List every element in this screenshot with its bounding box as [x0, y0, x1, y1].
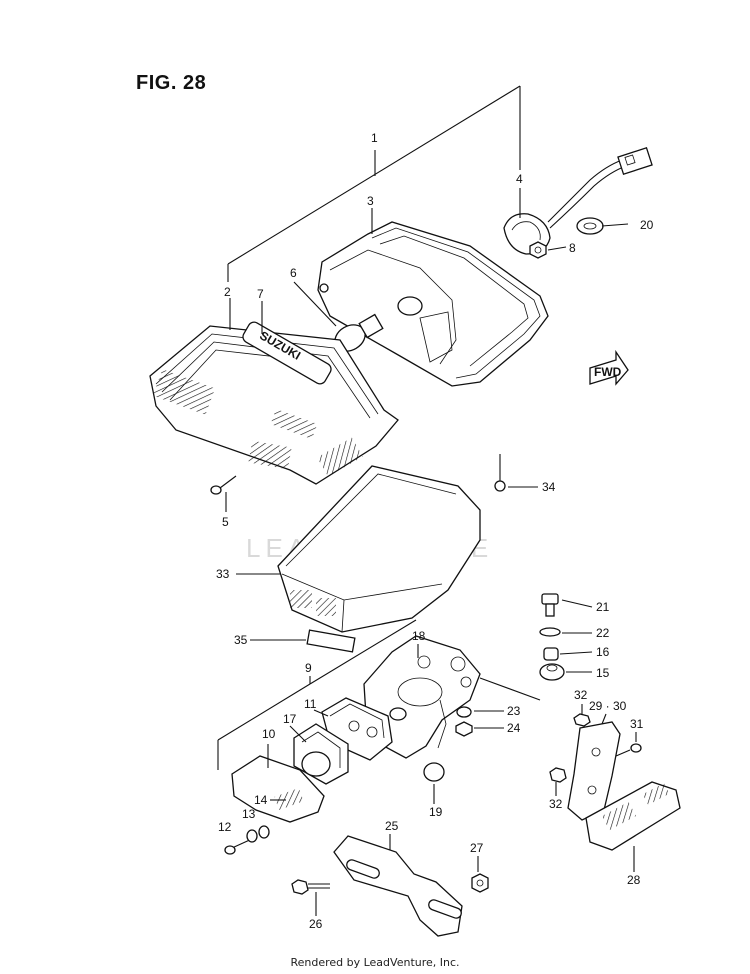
callout-31: 31: [630, 717, 644, 731]
reflector: [585, 781, 681, 851]
leader-lines: [229, 188, 637, 916]
callout-22: 22: [596, 626, 610, 640]
callout-23: 23: [507, 704, 521, 718]
nut: [529, 241, 547, 259]
callout-27: 27: [470, 841, 484, 855]
mount-bolt-stack: [539, 593, 565, 681]
callout-15: 15: [596, 666, 610, 680]
license-lamp-lens: [231, 755, 325, 823]
callout-10: 10: [262, 727, 276, 741]
assembly-leader-9: [217, 619, 541, 770]
fwd-text: FWD: [594, 365, 622, 379]
lens-screw-set: [224, 825, 270, 855]
cushion-pad: [306, 629, 356, 653]
callout-2: 2: [224, 285, 231, 299]
plate-bolt: [291, 879, 330, 895]
callout-6: 6: [290, 266, 297, 280]
callout-labels: 1 2 3 4 5 6 7 8 9 10 11 12 13 14 15 16 1…: [216, 131, 654, 931]
lens-screw: [210, 475, 237, 512]
cover-screw: [494, 454, 506, 492]
callout-18: 18: [412, 629, 426, 643]
callout-5: 5: [222, 515, 229, 529]
callout-32-top: 32: [574, 688, 588, 702]
license-plate-holder: [333, 835, 463, 937]
callout-11: 11: [304, 697, 317, 711]
plate-nut: [471, 873, 489, 893]
callout-1: 1: [371, 131, 378, 145]
callout-12: 12: [218, 820, 232, 834]
callout-35: 35: [234, 633, 248, 647]
callout-32-bottom: 32: [549, 797, 563, 811]
socket-harness: [503, 146, 653, 255]
rear-fender-cover: [277, 465, 481, 633]
callout-20: 20: [640, 218, 654, 232]
callout-9: 9: [305, 661, 312, 675]
callout-19: 19: [429, 805, 443, 819]
callout-7: 7: [257, 287, 264, 301]
callout-17: 17: [283, 712, 297, 726]
fwd-marker: FWD: [589, 349, 629, 386]
callout-29-30: 29 · 30: [589, 699, 627, 713]
bracket-washers: [423, 706, 473, 782]
callout-26: 26: [309, 917, 323, 931]
callout-34: 34: [542, 480, 556, 494]
callout-24: 24: [507, 721, 521, 735]
footer-credit: Rendered by LeadVenture, Inc.: [290, 956, 460, 969]
callout-3: 3: [367, 194, 374, 208]
callout-25: 25: [385, 819, 399, 833]
callout-4: 4: [516, 172, 523, 186]
figure-title: FIG. 28: [136, 72, 207, 94]
callout-33: 33: [216, 567, 230, 581]
callout-16: 16: [596, 645, 610, 659]
callout-14: 14: [254, 793, 268, 807]
callout-28: 28: [627, 873, 641, 887]
tail-lens: [149, 325, 399, 485]
callout-8: 8: [569, 241, 576, 255]
license-bulb: [301, 751, 331, 777]
tail-light-housing: [317, 221, 549, 387]
assembly-leader-1: [227, 85, 521, 282]
grommet: [576, 217, 604, 235]
callout-13: 13: [242, 807, 256, 821]
callout-21: 21: [596, 600, 610, 614]
